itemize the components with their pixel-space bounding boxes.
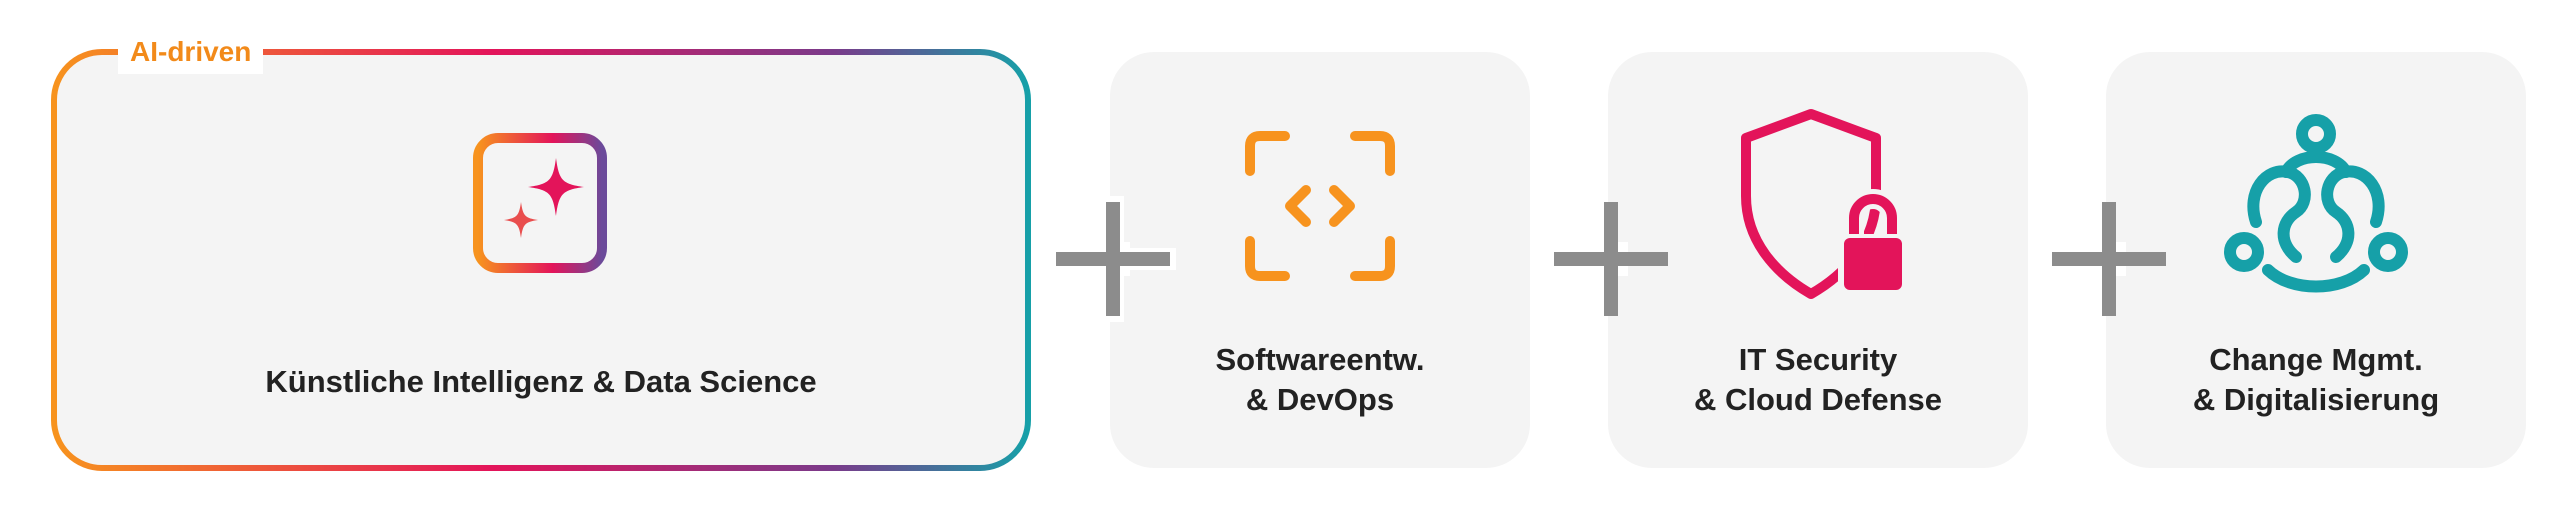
card-label-security: IT Security & Cloud Defense — [1693, 342, 1943, 417]
people-network-icon — [2224, 114, 2408, 293]
plus-icon — [1554, 202, 1668, 316]
shield-lock-icon — [1741, 109, 1908, 299]
card-label-change: Change Mgmt. & Digitalisierung — [2192, 342, 2440, 417]
ai-driven-badge: AI-driven — [118, 30, 264, 74]
ai-chip-sparkle-icon — [435, 101, 645, 311]
code-brackets-icon — [1245, 131, 1395, 281]
card-label-ai: Künstliche Intelligenz & Data Science — [265, 364, 817, 399]
card-label-software: Softwareentw. & DevOps — [1215, 342, 1425, 417]
plus-icon — [1056, 202, 1170, 316]
plus-icon — [2052, 202, 2166, 316]
